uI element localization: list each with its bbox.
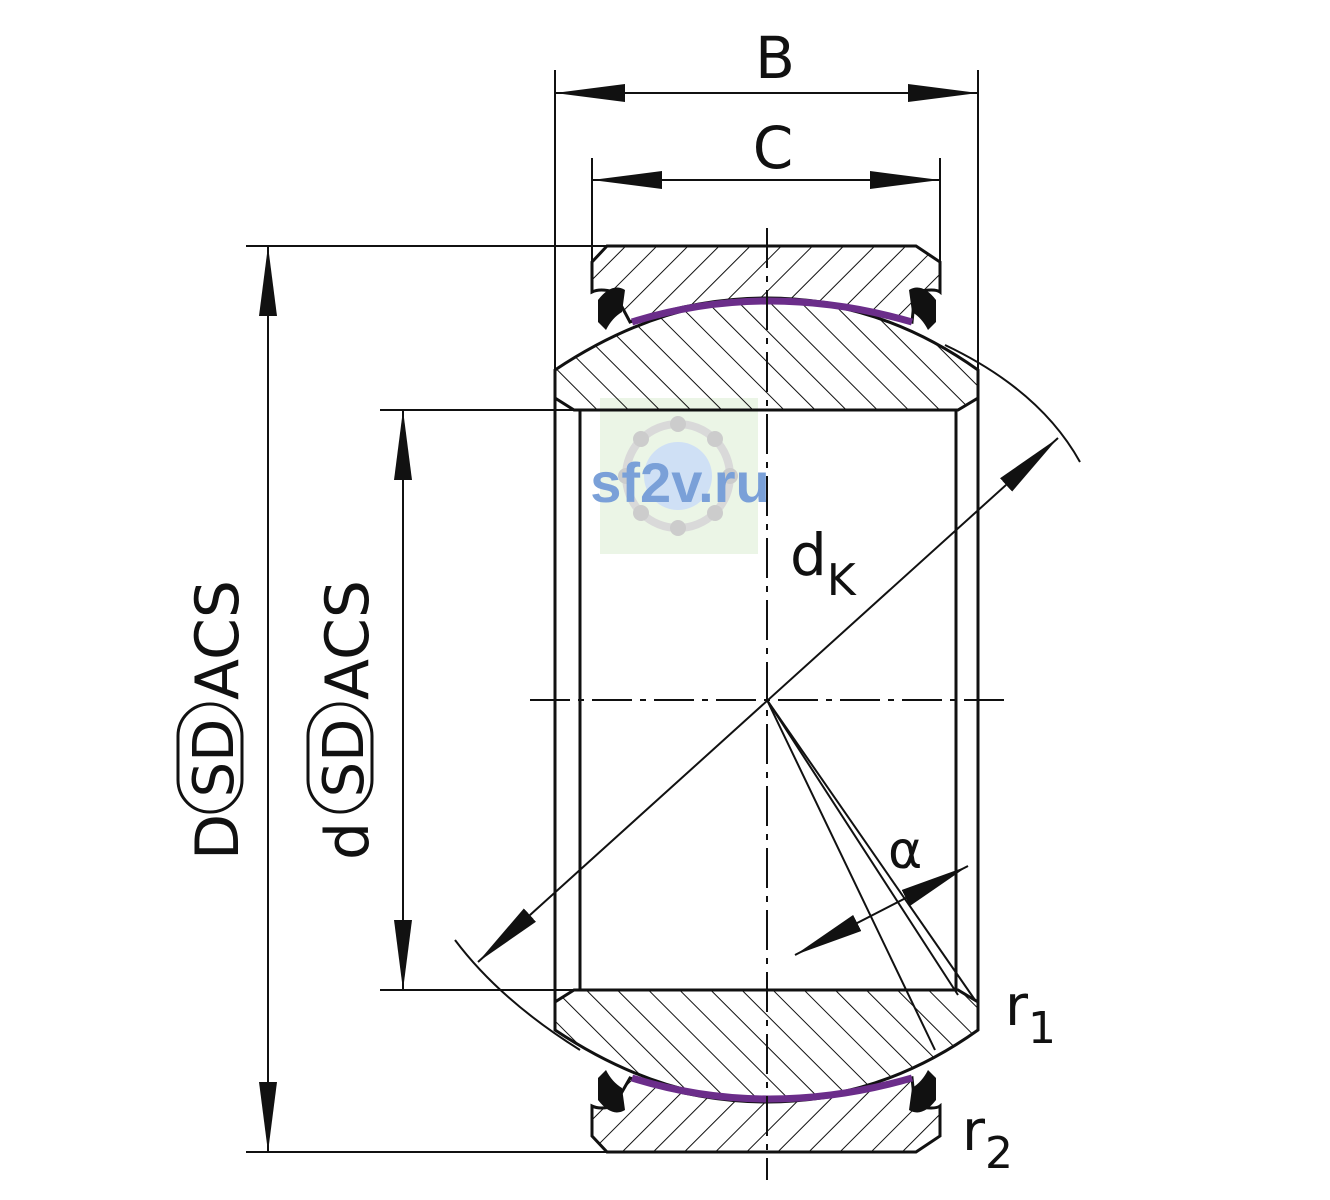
watermark-text: sf2v.ru xyxy=(590,451,769,514)
sliding-liner-top xyxy=(630,297,913,326)
svg-text:d: d xyxy=(313,822,383,860)
svg-text:ACS: ACS xyxy=(183,580,253,700)
label-r2: r2 xyxy=(962,1099,1013,1179)
watermark: sf2v.ru xyxy=(590,398,770,554)
sliding-liner-bottom xyxy=(630,1074,913,1103)
dk-arc-bottom xyxy=(454,939,581,1051)
label-alpha: α xyxy=(888,821,922,881)
label-D-tolerance: D SD ACS xyxy=(176,580,253,860)
label-r1: r1 xyxy=(1005,974,1056,1054)
label-C: C xyxy=(753,114,794,182)
label-dK: dK xyxy=(790,521,857,606)
label-B: B xyxy=(755,24,795,92)
label-d-tolerance: d SD ACS xyxy=(306,580,383,860)
seals xyxy=(598,287,936,1113)
svg-text:SD: SD xyxy=(312,719,377,798)
dk-arc-top xyxy=(944,344,1081,463)
svg-text:D: D xyxy=(183,814,253,860)
svg-text:SD: SD xyxy=(182,719,247,798)
svg-text:ACS: ACS xyxy=(313,580,383,700)
alpha-construction xyxy=(766,699,976,1051)
extension-lines xyxy=(246,70,979,1153)
